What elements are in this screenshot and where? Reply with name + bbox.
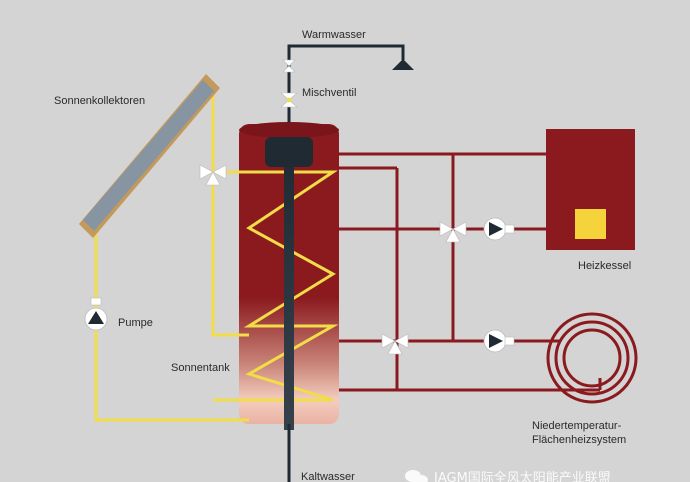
heating-pump-upper xyxy=(483,217,515,241)
heating-valve-lower xyxy=(381,333,409,355)
solar-valve xyxy=(199,164,227,186)
label-niedertemperatur-2: Flächenheizsystem xyxy=(532,434,626,446)
shower-head-icon xyxy=(392,59,414,70)
tank-top-element xyxy=(265,137,313,167)
mischventil-valve-bottom xyxy=(280,92,298,108)
wechat-icon xyxy=(405,470,428,482)
flame-window-icon xyxy=(575,209,606,239)
mischventil-valve-top xyxy=(282,59,296,73)
label-warmwasser: Warmwasser xyxy=(302,29,366,41)
label-heizkessel: Heizkessel xyxy=(578,260,631,272)
heating-valve-upper xyxy=(439,221,467,243)
watermark-text: IAGM国际全风太阳能产业联盟 xyxy=(434,470,611,482)
label-sonnentank: Sonnentank xyxy=(171,362,230,374)
label-pumpe: Pumpe xyxy=(118,317,153,329)
label-mischventil: Mischventil xyxy=(302,87,356,99)
label-niedertemperatur-1: Niedertemperatur- xyxy=(532,420,622,432)
sonnenkollektoren-panel xyxy=(79,74,220,238)
tank-inner-pipe xyxy=(284,140,294,430)
watermark: IAGM国际全风太阳能产业联盟 xyxy=(405,470,611,482)
solar-heat-exchanger-coil xyxy=(213,170,339,402)
heating-pump-lower xyxy=(483,329,515,353)
pumpe-solar-pump xyxy=(84,297,108,331)
water-line xyxy=(287,44,405,125)
label-kaltwasser: Kaltwasser xyxy=(301,471,355,482)
label-sonnenkollektoren: Sonnenkollektoren xyxy=(54,95,145,107)
floor-heating-coil-icon xyxy=(546,312,638,404)
tank-top-cap xyxy=(239,122,339,138)
